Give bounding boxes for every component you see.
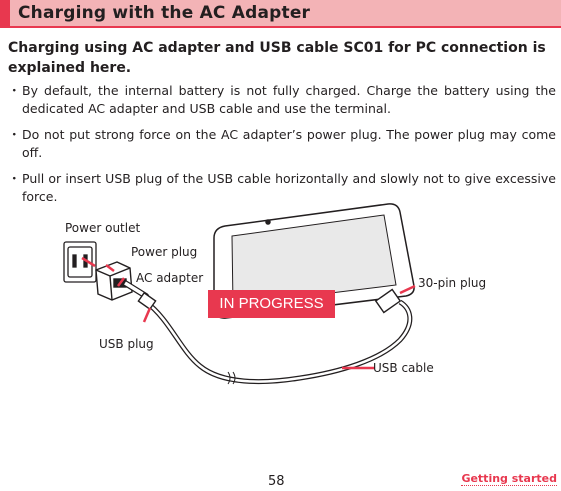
label-usb-plug: USB plug xyxy=(99,337,154,351)
note-item: ・Do not put strong force on the AC adapt… xyxy=(8,127,556,160)
label-power-outlet: Power outlet xyxy=(65,221,141,235)
status-badge: IN PROGRESS xyxy=(208,290,335,318)
note-item: ・Pull or insert USB plug of the USB cabl… xyxy=(8,171,556,204)
wall-outlet xyxy=(63,241,97,283)
intro-text: Charging using AC adapter and USB cable … xyxy=(8,40,546,76)
usb-cable xyxy=(122,280,413,385)
bullet-marker: ・ xyxy=(8,127,21,142)
bullet-marker: ・ xyxy=(8,83,21,98)
section-header: Charging with the AC Adapter xyxy=(0,0,561,28)
section-link[interactable]: Getting started xyxy=(461,472,557,486)
section-title: Charging with the AC Adapter xyxy=(18,3,311,23)
header-accent-bar xyxy=(0,0,10,28)
label-ac-adapter: AC adapter xyxy=(136,271,204,285)
label-30-pin-plug: 30-pin plug xyxy=(418,276,487,290)
callout-lines xyxy=(81,256,416,370)
tablet-illustration xyxy=(213,203,415,319)
bullet-marker: ・ xyxy=(8,171,21,186)
note-item: ・By default, the internal battery is not… xyxy=(8,83,556,116)
label-usb-cable: USB cable xyxy=(373,361,434,375)
label-power-plug: Power plug xyxy=(131,245,198,259)
notes-list: ・By default, the internal battery is not… xyxy=(0,82,556,214)
charging-illustration xyxy=(63,203,416,385)
page-number: 58 xyxy=(268,474,285,489)
